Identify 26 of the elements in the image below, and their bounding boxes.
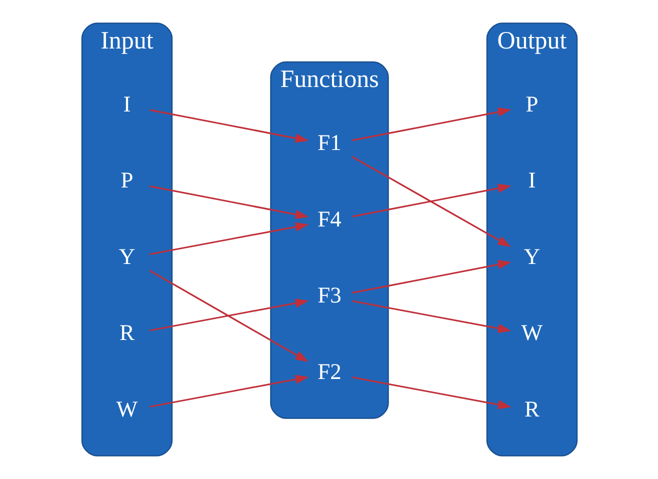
arrow [352, 300, 511, 333]
node-text: Y [523, 244, 540, 269]
node-text: F1 [317, 130, 341, 155]
arrow [149, 374, 308, 408]
arrow [149, 298, 308, 332]
node-text: I [122, 91, 130, 116]
node-text: I [528, 168, 536, 192]
node-text: F3 [317, 282, 341, 308]
arrow [352, 260, 511, 294]
node-text: W [116, 396, 138, 422]
arrow [149, 185, 308, 220]
node-text: Y [118, 244, 135, 269]
arrow [351, 156, 511, 248]
arrow [352, 376, 511, 410]
node-text: P [525, 91, 538, 116]
arrow [352, 184, 511, 218]
node-text: F2 [317, 358, 341, 384]
arrow [148, 270, 308, 362]
node-text: R [524, 396, 540, 422]
node-text: W [520, 320, 542, 345]
node-text: F4 [317, 206, 341, 232]
arrow [149, 109, 308, 143]
node-text: R [118, 320, 134, 345]
node-text: P [120, 168, 133, 192]
arrow [149, 222, 308, 256]
arrow [352, 107, 511, 142]
